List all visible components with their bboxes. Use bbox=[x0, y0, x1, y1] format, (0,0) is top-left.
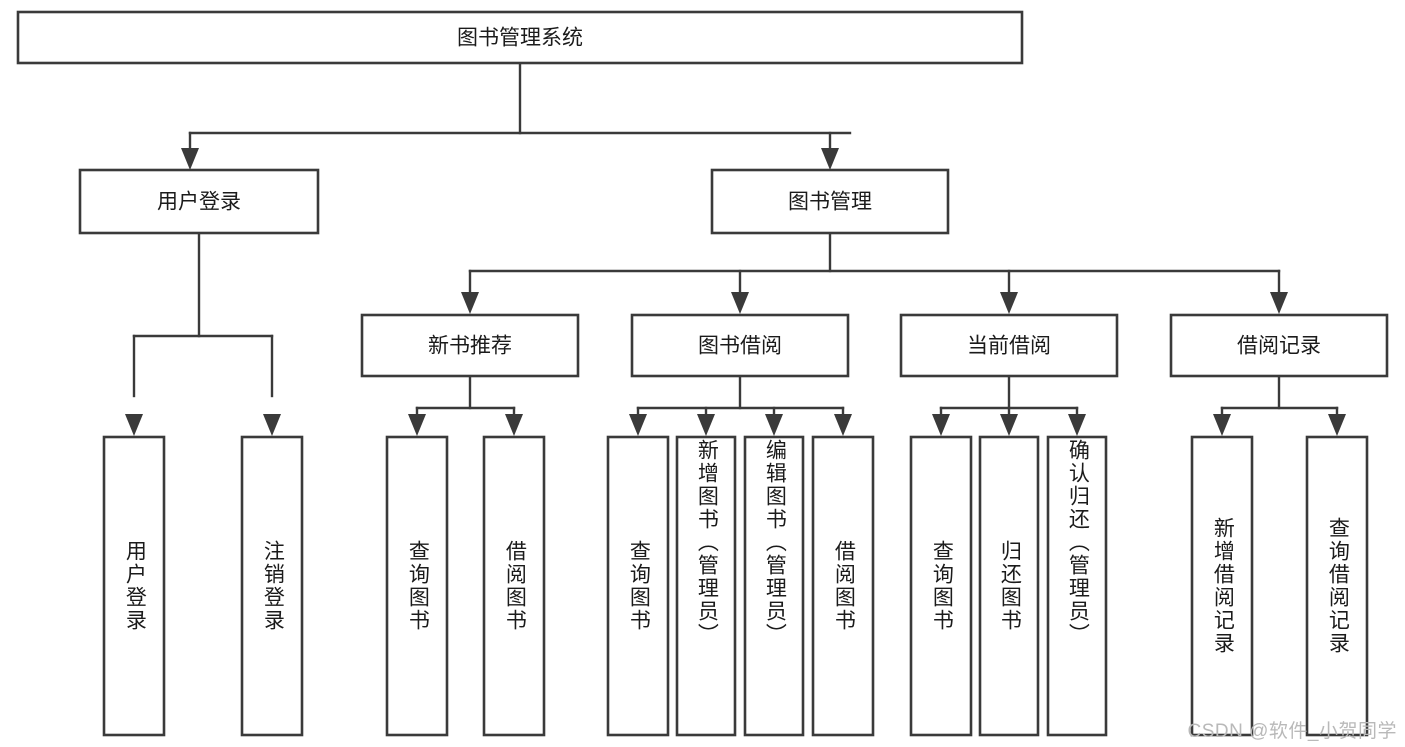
leaf-label-query-book-2: 查询图书 bbox=[627, 540, 651, 632]
csdn-watermark: CSDN @软件_小贺同学 bbox=[1187, 721, 1397, 742]
node-borrow-record-label: 借阅记录 bbox=[1237, 335, 1321, 358]
node-borrow-record[interactable] bbox=[1169, 313, 1389, 378]
leaf-box-add-book[interactable] bbox=[675, 435, 737, 737]
leaf-box-logout[interactable] bbox=[240, 435, 304, 737]
node-new-book-recommend-label: 新书推荐 bbox=[428, 335, 512, 358]
node-user-login[interactable] bbox=[78, 168, 320, 235]
node-new-book-recommend[interactable] bbox=[360, 313, 580, 378]
leaf-label-query-borrow-record: 查询借阅记录 bbox=[1326, 517, 1350, 655]
leaf-label-query-book-3: 查询图书 bbox=[930, 540, 954, 632]
leaf-label-confirm-return: 确认归还（管理员） bbox=[1066, 439, 1090, 646]
leaf-box-return-book[interactable] bbox=[978, 435, 1040, 737]
leaf-box-edit-book[interactable] bbox=[743, 435, 805, 737]
connector-userlogin-to-leaves bbox=[125, 231, 281, 436]
node-root[interactable] bbox=[16, 10, 1024, 65]
leaf-label-edit-book: 编辑图书（管理员） bbox=[763, 439, 787, 646]
leaf-box-query-borrow-record[interactable] bbox=[1305, 435, 1369, 737]
node-current-borrow-label: 当前借阅 bbox=[967, 335, 1051, 358]
leaf-box-query-book-3[interactable] bbox=[909, 435, 973, 737]
node-book-management-label: 图书管理 bbox=[788, 191, 872, 214]
leaf-box-borrow-book-1[interactable] bbox=[482, 435, 546, 737]
connector-bookborrow-to-leaves bbox=[629, 374, 852, 436]
leaf-box-query-book-2[interactable] bbox=[606, 435, 670, 737]
leaf-box-borrow-book-2[interactable] bbox=[811, 435, 875, 737]
connector-books-to-level3 bbox=[461, 231, 1288, 314]
node-root-label: 图书管理系统 bbox=[457, 27, 583, 50]
leaf-box-user-login[interactable] bbox=[102, 435, 166, 737]
leaf-label-logout: 注销登录 bbox=[261, 540, 285, 632]
arrow-icon bbox=[181, 148, 199, 170]
leaf-label-user-login: 用户登录 bbox=[123, 540, 147, 632]
node-book-borrow-label: 图书借阅 bbox=[698, 335, 782, 358]
leaf-box-add-borrow-record[interactable] bbox=[1190, 435, 1254, 737]
leaf-label-add-book: 新增图书（管理员） bbox=[695, 439, 719, 646]
connector-root-to-level2 bbox=[181, 61, 852, 170]
node-book-borrow[interactable] bbox=[630, 313, 850, 378]
leaf-label-borrow-book-1: 借阅图书 bbox=[503, 540, 527, 632]
leaf-box-query-book-1[interactable] bbox=[385, 435, 449, 737]
node-book-management[interactable] bbox=[710, 168, 950, 235]
node-current-borrow[interactable] bbox=[899, 313, 1119, 378]
leaf-label-borrow-book-2: 借阅图书 bbox=[832, 540, 856, 632]
leaf-box-confirm-return[interactable] bbox=[1046, 435, 1108, 737]
connector-borrowrecord-to-leaves bbox=[1213, 374, 1346, 436]
connector-currentborrow-to-leaves bbox=[932, 374, 1086, 436]
leaf-label-query-book-1: 查询图书 bbox=[406, 540, 430, 632]
node-user-login-label: 用户登录 bbox=[157, 191, 241, 214]
leaf-label-return-book: 归还图书 bbox=[998, 540, 1022, 632]
arrow-icon bbox=[821, 148, 839, 170]
connector-newbook-to-leaves bbox=[408, 374, 523, 436]
leaf-label-add-borrow-record: 新增借阅记录 bbox=[1211, 517, 1235, 655]
